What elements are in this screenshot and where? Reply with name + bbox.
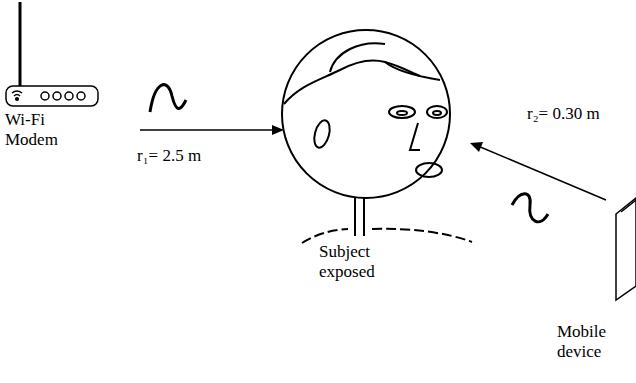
text-label: Mobile device <box>556 322 630 363</box>
text-label: r₁= 2.5 m <box>136 146 202 166</box>
wave-arrow <box>470 142 606 222</box>
text-label: Wi-Fi Modem <box>4 110 62 151</box>
text-label: r₂= 0.30 m <box>526 104 601 124</box>
wave-arrow <box>140 85 284 135</box>
mobile-device <box>616 198 636 300</box>
text-label: Subject exposed <box>318 242 392 283</box>
human-head <box>282 30 472 243</box>
wifi-modem <box>6 2 98 106</box>
